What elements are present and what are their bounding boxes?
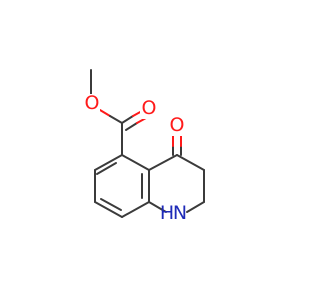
amine-hydrogen-label: H xyxy=(160,202,174,224)
bond-ring-c6-c6-inner xyxy=(96,162,117,175)
bond-c4-c3 xyxy=(176,154,205,171)
bond-carbonyl-double-b xyxy=(125,122,138,131)
bond-ring-c4a-c5 xyxy=(121,154,150,171)
ester-carbonyl-oxygen-label: O xyxy=(142,97,157,119)
molecule-diagram: O O O N H xyxy=(84,69,205,224)
bond-c2-n1 xyxy=(186,201,205,213)
bond-carbonyl-double-a xyxy=(121,115,134,124)
bond-ether-o-carbonyl-red xyxy=(99,109,111,117)
bond-n1-c8a xyxy=(148,201,167,213)
ketone-oxygen-label: O xyxy=(170,114,185,136)
ether-o-bg xyxy=(84,94,100,114)
amine-nitrogen-label: N xyxy=(173,202,187,224)
bond-ring-c8-c8a xyxy=(121,201,150,218)
bond-ring-c5-c6 xyxy=(94,154,123,171)
carbonyl-o-bg xyxy=(140,99,156,119)
ether-oxygen-label: O xyxy=(85,92,100,114)
bond-c4a-c4 xyxy=(148,154,178,171)
bond-ring-c7-c8-inner xyxy=(100,198,122,211)
ketone-o-bg xyxy=(169,116,185,136)
bond-ether-o-carbonyl xyxy=(109,115,123,124)
bond-ring-c7-c8 xyxy=(94,201,123,218)
